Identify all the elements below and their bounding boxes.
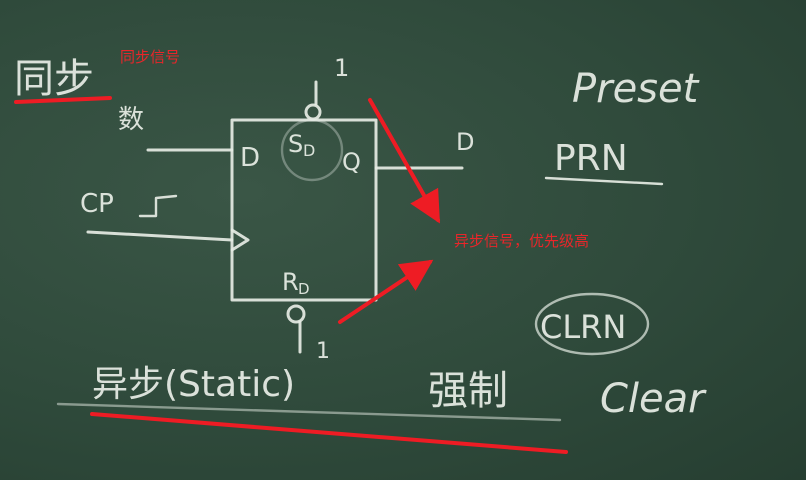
- static-underline: [56, 402, 562, 422]
- sd-bubble: [304, 103, 322, 121]
- prn-underline: [544, 176, 664, 186]
- cp-input-line: [86, 230, 234, 242]
- prn-label: PRN: [554, 138, 628, 179]
- clock-triangle: [230, 228, 250, 252]
- static-label: 异步(Static): [92, 364, 295, 405]
- q-label: Q: [342, 148, 361, 176]
- bottom-pin-mark: 1: [316, 339, 330, 364]
- async-signal-annotation: 异步信号，优先级高: [454, 232, 590, 250]
- clrn-circle: [534, 292, 650, 356]
- rd-label: R: [282, 268, 299, 296]
- clrn-label: CLRN: [540, 308, 626, 346]
- arrow-from-sd: [368, 98, 440, 224]
- arrow-from-rd: [338, 259, 434, 324]
- rd-bubble: [286, 304, 306, 324]
- sd-sub-label: D: [303, 141, 315, 160]
- sync-sub-label: 数: [118, 105, 144, 135]
- cp-label: CP: [80, 189, 114, 219]
- static-red-underline: [90, 412, 568, 454]
- top-pin-mark: 1: [334, 54, 349, 82]
- sd-label: S: [288, 130, 303, 158]
- q-ext-label: D: [456, 128, 474, 156]
- forced-label: 强制: [428, 368, 508, 414]
- sync-red-underline: [14, 96, 112, 104]
- rd-sub-label: D: [298, 280, 310, 298]
- clock-edge-mark: [138, 194, 178, 218]
- preset-label: Preset: [572, 66, 700, 112]
- sync-label: 同步: [14, 56, 94, 102]
- sd-circle: [280, 118, 344, 182]
- sync-signal-annotation: 同步信号: [120, 48, 181, 66]
- clear-label: Clear: [600, 376, 707, 422]
- d-input-label: D: [240, 143, 260, 173]
- flip-flop-box: [230, 118, 378, 302]
